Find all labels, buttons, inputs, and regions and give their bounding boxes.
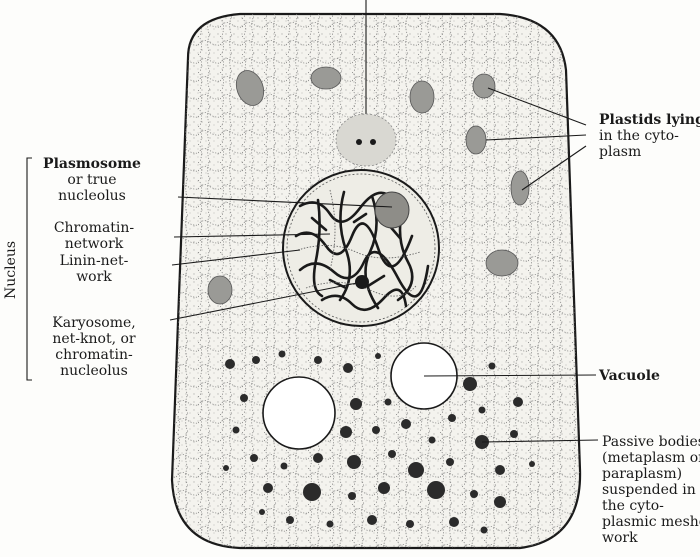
label-passive-2: (metaplasm or — [602, 450, 700, 466]
label-linin-1: Linin-net- — [60, 253, 129, 269]
vacuole — [262, 376, 336, 450]
label-passive-3: paraplasm) — [602, 466, 682, 482]
label-karyosome-4: nucleolus — [60, 363, 128, 379]
label-plasmosome-1: Plasmosome — [43, 156, 141, 172]
label-karyosome-2: net-knot, or — [52, 331, 136, 347]
leader-lines — [169, 87, 599, 443]
plastid — [310, 66, 342, 90]
plastid — [235, 70, 265, 106]
plastid — [510, 170, 530, 206]
label-plasmosome-2: or true — [67, 172, 116, 188]
central-body-dot — [356, 139, 362, 145]
plastid — [409, 80, 435, 114]
label-linin-2: work — [76, 269, 112, 285]
plastids — [207, 66, 530, 305]
nucleus — [282, 169, 440, 327]
plastid — [472, 73, 496, 99]
label-passive-1: Passive bodies — [602, 434, 700, 450]
plastid — [485, 249, 519, 277]
label-karyosome-1: Karyosome, — [52, 315, 135, 331]
label-passive-5: the cyto- — [602, 498, 664, 514]
label-chromatin-1: Chromatin- — [54, 220, 135, 236]
label-karyosome-3: chromatin- — [55, 347, 133, 363]
linin-network — [297, 189, 421, 297]
label-nucleus: Nucleus — [3, 241, 19, 299]
central-body-dot — [370, 139, 376, 145]
label-plasmosome-3: nucleolus — [58, 188, 126, 204]
label-plastids-1: Plastids lying — [599, 112, 700, 128]
label-chromatin-2: network — [65, 236, 124, 252]
nucleus-membrane — [286, 173, 436, 323]
plasmosome — [374, 191, 410, 229]
plastid — [207, 275, 233, 305]
label-vacuole: Vacuole — [598, 368, 660, 384]
central-body — [335, 113, 397, 167]
label-passive-4: suspended in — [602, 482, 696, 498]
label-passive-6: plasmic meshe — [602, 514, 700, 530]
nucleus-bracket — [26, 157, 32, 381]
label-plastids-3: plasm — [599, 144, 641, 160]
label-passive-7: work — [602, 530, 638, 546]
passive-bodies — [223, 350, 535, 534]
label-plastids-2: in the cyto- — [599, 128, 679, 144]
plastid — [465, 125, 487, 155]
